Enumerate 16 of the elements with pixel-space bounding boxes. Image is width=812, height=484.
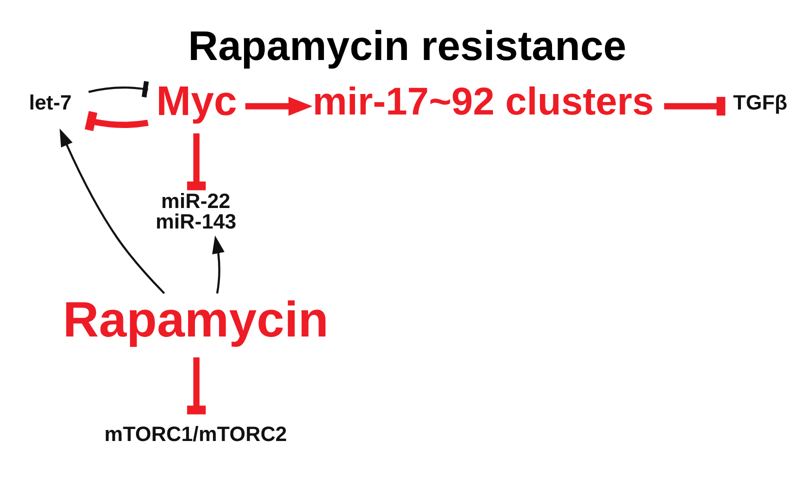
node-text: Myc: [156, 76, 238, 124]
node-text: Rapamycin: [62, 290, 329, 347]
connector: [187, 132, 206, 190]
node-text: TGFβ: [733, 91, 788, 114]
connector: [84, 110, 148, 131]
connector: [187, 356, 206, 414]
diagram-title: Rapamycin resistance: [188, 21, 626, 68]
node-text: mir-17~92 clusters: [312, 80, 654, 123]
connector: [88, 80, 149, 97]
arrow: [60, 128, 165, 294]
arrow: [212, 234, 225, 294]
node-text: miR-22 miR-143: [156, 189, 236, 234]
node-text: let-7: [29, 91, 72, 114]
connector: [664, 96, 726, 116]
node-text: mTORC1/mTORC2: [104, 422, 287, 446]
arrow: [245, 96, 313, 116]
